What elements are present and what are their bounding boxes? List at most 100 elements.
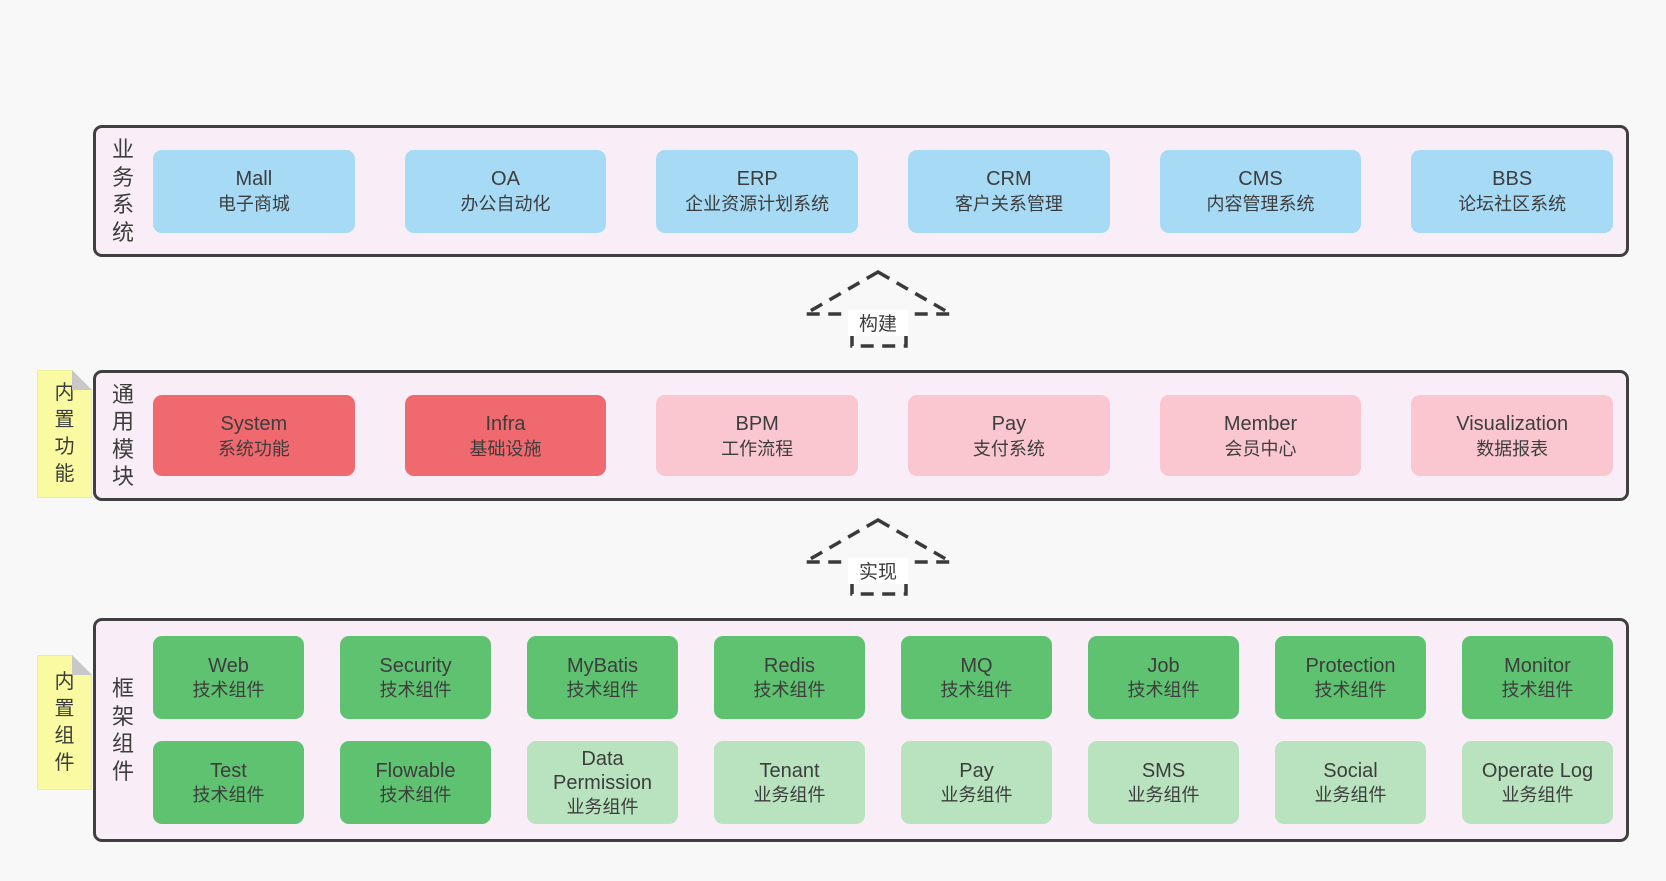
box-bpm-title: BPM [735,412,779,435]
box-pay-component-subtitle: 业务组件 [940,784,1013,805]
box-crm: CRM 客户关系管理 [908,149,1110,233]
box-mybatis: MyBatis 技术组件 [527,636,678,719]
box-erp-title: ERP [736,168,778,190]
box-mq: MQ 技术组件 [901,636,1052,719]
section-framework-components: 框 架 组 件 Web 技术组件 Security 技术组件 MyBatis 技… [93,618,1629,842]
box-redis: Redis 技术组件 [714,636,865,719]
box-member-subtitle: 会员中心 [1224,438,1297,459]
box-bpm-subtitle: 工作流程 [721,438,794,459]
box-bpm: BPM 工作流程 [656,395,859,476]
box-member: Member 会员中心 [1159,395,1362,476]
box-security-title: Security [379,654,452,677]
common-modules-boxes: System 系统功能 Infra 基础设施 BPM 工作流程 Pay 支付系统… [153,373,1614,498]
box-mq-title: MQ [960,654,993,677]
box-visualization: Visualization 数据报表 [1411,395,1614,476]
box-web-subtitle: 技术组件 [192,679,265,700]
box-web: Web 技术组件 [153,636,304,719]
box-social: Social 业务组件 [1275,741,1426,824]
box-security: Security 技术组件 [340,636,491,719]
box-operate-log-subtitle: 业务组件 [1501,784,1574,805]
box-cms-subtitle: 内容管理系统 [1206,194,1315,214]
box-sms: SMS 业务组件 [1088,741,1239,824]
box-tenant-subtitle: 业务组件 [753,784,826,805]
box-tenant-title: Tenant [759,759,820,782]
box-data-permission: Data Permission 业务组件 [527,741,678,824]
section-common-modules-label: 通 用 模 块 [111,381,134,490]
box-monitor-subtitle: 技术组件 [1501,679,1574,700]
box-social-title: Social [1323,759,1378,782]
box-job: Job 技术组件 [1088,636,1239,719]
sticky-fold-icon [72,655,92,675]
box-mall: Mall 电子商城 [153,149,355,233]
box-data-permission-subtitle: 业务组件 [566,796,639,817]
box-operate-log: Operate Log 业务组件 [1462,741,1613,824]
box-monitor: Monitor 技术组件 [1462,636,1613,719]
sticky-fold-icon [72,370,92,390]
box-bbs-subtitle: 论坛社区系统 [1458,194,1567,214]
box-social-subtitle: 业务组件 [1314,784,1387,805]
box-mq-subtitle: 技术组件 [940,679,1013,700]
box-cms: CMS 内容管理系统 [1159,149,1362,233]
business-systems-boxes: Mall 电子商城 OA 办公自动化 ERP 企业资源计划系统 CRM 客户关系… [153,128,1614,254]
box-pay: Pay 支付系统 [908,395,1110,476]
box-protection-subtitle: 技术组件 [1314,679,1387,700]
arrow-implement: 实现 [802,517,954,596]
box-sms-title: SMS [1141,759,1186,782]
sticky-built-in-components: 内 置 组 件 [37,655,92,790]
box-web-title: Web [208,654,249,677]
box-test-title: Test [210,759,247,782]
box-mybatis-title: MyBatis [566,654,639,677]
section-business-systems-label: 业 务 系 统 [111,137,134,245]
box-mall-subtitle: 电子商城 [217,194,290,214]
box-cms-title: CMS [1238,168,1283,190]
box-infra-subtitle: 基础设施 [469,438,542,459]
box-operate-log-title: Operate Log [1481,759,1594,782]
box-pay-component-title: Pay [959,759,994,782]
box-security-subtitle: 技术组件 [379,679,452,700]
box-visualization-title: Visualization [1456,412,1569,435]
box-pay-component: Pay 业务组件 [901,741,1052,824]
box-infra-title: Infra [485,412,526,435]
box-redis-subtitle: 技术组件 [753,679,826,700]
box-pay-title: Pay [991,412,1027,435]
box-protection: Protection 技术组件 [1275,636,1426,719]
box-job-subtitle: 技术组件 [1127,679,1200,700]
box-test: Test 技术组件 [153,741,304,824]
box-erp: ERP 企业资源计划系统 [656,149,859,233]
box-flowable-title: Flowable [375,759,456,782]
box-oa: OA 办公自动化 [404,149,607,233]
box-crm-title: CRM [986,168,1032,190]
box-mybatis-subtitle: 技术组件 [566,679,639,700]
box-oa-subtitle: 办公自动化 [460,194,551,214]
box-bbs-title: BBS [1492,168,1533,190]
box-pay-subtitle: 支付系统 [972,438,1045,459]
arrow-build: 构建 [802,269,954,348]
arrow-implement-label: 实现 [859,561,897,583]
box-tenant: Tenant 业务组件 [714,741,865,824]
box-flowable: Flowable 技术组件 [340,741,491,824]
box-job-title: Job [1147,654,1180,677]
section-common-modules: 通 用 模 块 System 系统功能 Infra 基础设施 BPM 工作流程 … [93,370,1629,501]
section-framework-components-label: 框 架 组 件 [111,676,134,784]
box-bbs: BBS 论坛社区系统 [1411,149,1614,233]
box-mall-title: Mall [235,168,273,190]
box-oa-title: OA [491,168,520,190]
section-business-systems: 业 务 系 统 Mall 电子商城 OA 办公自动化 ERP 企业资源计划系统 … [93,125,1629,257]
box-erp-subtitle: 企业资源计划系统 [685,194,830,214]
box-visualization-subtitle: 数据报表 [1476,438,1549,459]
arrow-build-label: 构建 [859,313,897,335]
box-infra: Infra 基础设施 [404,395,607,476]
box-test-subtitle: 技术组件 [192,784,265,805]
box-system-title: System [220,412,288,435]
box-monitor-title: Monitor [1504,654,1571,677]
box-data-permission-title: Data Permission [553,747,652,794]
box-crm-subtitle: 客户关系管理 [954,194,1063,214]
box-system: System 系统功能 [153,395,355,476]
box-sms-subtitle: 业务组件 [1127,784,1200,805]
framework-components-boxes: Web 技术组件 Security 技术组件 MyBatis 技术组件 Redi… [153,621,1613,839]
box-system-subtitle: 系统功能 [217,438,290,459]
sticky-built-in-features: 内 置 功 能 [37,370,92,498]
box-redis-title: Redis [763,654,816,677]
box-member-title: Member [1223,412,1298,435]
